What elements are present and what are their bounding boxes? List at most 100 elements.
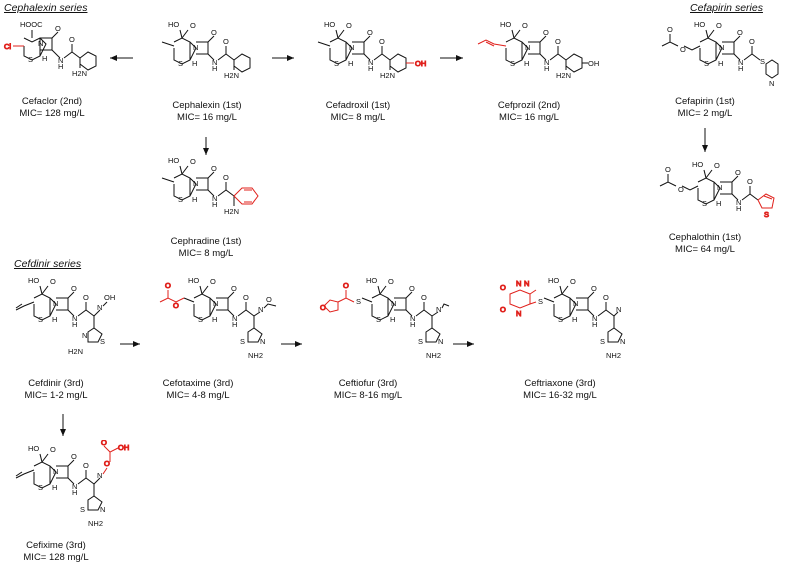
compound-mic: MIC= 8-16 mg/L	[333, 390, 403, 401]
svg-text:N: N	[410, 314, 415, 323]
svg-text:N: N	[438, 337, 443, 346]
svg-text:O: O	[388, 277, 394, 286]
svg-text:O: O	[190, 21, 196, 30]
compound-cefapirin: HO O O N S H O O N H O S N Cefapirin (1s…	[652, 16, 784, 122]
svg-text:O: O	[555, 37, 561, 46]
svg-text:S: S	[760, 57, 765, 66]
svg-text:S: S	[178, 59, 183, 68]
svg-text:O: O	[210, 277, 216, 286]
svg-text:S: S	[38, 483, 43, 492]
svg-text:N: N	[516, 279, 521, 288]
compound-cefaclor: HOOC O N S H Cl N H O H2N Cefaclor (2nd)…	[2, 16, 102, 124]
svg-text:N: N	[212, 194, 217, 203]
compound-cephalexin: HO O O N S H N H O H2N Cephalexin (1st) …	[152, 16, 262, 128]
svg-text:H2N: H2N	[380, 71, 395, 80]
svg-text:H: H	[52, 315, 57, 324]
svg-text:N: N	[544, 58, 549, 67]
svg-text:S: S	[704, 59, 709, 68]
svg-text:N: N	[368, 58, 373, 67]
svg-text:H2N: H2N	[72, 69, 87, 78]
compound-name: Cephradine (1st)	[170, 236, 242, 247]
compound-name: Ceftiofur (3rd)	[338, 378, 398, 389]
svg-text:H2N: H2N	[224, 207, 239, 216]
svg-text:N: N	[516, 309, 521, 318]
svg-text:OH: OH	[415, 59, 426, 68]
svg-text:S: S	[702, 199, 707, 208]
svg-text:O: O	[591, 284, 597, 293]
svg-text:HO: HO	[694, 20, 705, 29]
svg-text:O: O	[603, 293, 609, 302]
svg-text:O: O	[522, 21, 528, 30]
svg-text:NH2: NH2	[606, 351, 621, 360]
svg-text:N: N	[391, 299, 396, 308]
structure-cefotaxime: HO O O N S H O O N H O N O N S NH2	[159, 276, 277, 360]
svg-text:S: S	[28, 55, 33, 64]
svg-text:NH2: NH2	[88, 519, 103, 528]
svg-text:S: S	[764, 210, 769, 219]
svg-text:O: O	[55, 24, 61, 33]
svg-text:O: O	[50, 277, 56, 286]
svg-text:N: N	[97, 471, 102, 480]
compound-name: Cefapirin (1st)	[675, 96, 735, 107]
svg-text:N: N	[53, 299, 58, 308]
svg-text:N: N	[620, 337, 625, 346]
svg-text:S: S	[510, 59, 515, 68]
svg-text:O: O	[104, 459, 110, 468]
svg-text:O: O	[266, 295, 272, 304]
svg-text:H: H	[58, 62, 63, 71]
compound-cephradine: HO O O N S H N H O H2N Cephradine (1st) …	[152, 152, 268, 264]
svg-text:H: H	[718, 59, 723, 68]
svg-text:O: O	[367, 28, 373, 37]
compound-name: Ceftriaxone (3rd)	[524, 378, 596, 389]
svg-text:H: H	[212, 64, 217, 73]
compound-mic: MIC= 1-2 mg/L	[24, 390, 88, 401]
svg-text:OH: OH	[104, 293, 115, 302]
compound-cefprozil: HO O O N S H N H O H2N OH Cefprozil (2nd…	[474, 16, 604, 128]
svg-text:N: N	[436, 305, 441, 314]
svg-text:O: O	[379, 37, 385, 46]
svg-text:O: O	[346, 21, 352, 30]
svg-text:O: O	[223, 173, 229, 182]
svg-text:O: O	[173, 301, 179, 310]
structure-cefixime: HO O O N S H N H O N O O OH N S NH2	[15, 440, 130, 528]
compound-name: Cefprozil (2nd)	[497, 100, 561, 111]
svg-text:H: H	[390, 315, 395, 324]
structure-ceftiofur: HO O O N S H S O O N H O N N S NH2	[320, 276, 450, 360]
svg-text:N: N	[72, 482, 77, 491]
svg-text:O: O	[747, 177, 753, 186]
compound-mic: MIC= 64 mg/L	[675, 244, 735, 255]
compound-mic: MIC= 16-32 mg/L	[523, 390, 597, 401]
svg-text:N: N	[213, 299, 218, 308]
series-title-cephalexin: Cephalexin series	[4, 2, 88, 14]
svg-text:O: O	[50, 445, 56, 454]
svg-text:H: H	[192, 195, 197, 204]
structure-cefapirin: HO O O N S H O O N H O S N	[661, 20, 779, 88]
svg-text:O: O	[570, 277, 576, 286]
svg-text:O: O	[223, 37, 229, 46]
svg-text:S: S	[80, 505, 85, 514]
svg-text:H2N: H2N	[68, 347, 83, 356]
series-title-cefdinir: Cefdinir series	[14, 258, 82, 270]
compound-ceftiofur: HO O O N S H S O O N H O N N S NH2 Cefti…	[318, 272, 450, 406]
svg-text:H: H	[192, 59, 197, 68]
svg-text:N: N	[258, 305, 263, 314]
svg-text:O: O	[735, 168, 741, 177]
svg-text:H: H	[212, 315, 217, 324]
compound-cefotaxime: HO O O N S H O O N H O N O N S NH2 Cefot…	[148, 272, 278, 406]
structure-ceftriaxone: HO O O N S H S O O N N N N H O N N S NH2	[500, 276, 626, 360]
svg-text:O: O	[716, 21, 722, 30]
compound-name: Cefotaxime (3rd)	[162, 378, 234, 389]
compound-name: Cefixime (3rd)	[26, 540, 86, 551]
svg-text:H: H	[368, 64, 373, 73]
compound-mic: MIC= 16 mg/L	[499, 112, 559, 123]
svg-text:O: O	[320, 303, 326, 312]
compound-name: Cephalothin (1st)	[668, 232, 742, 243]
series-title-cefapirin: Cefapirin series	[690, 2, 763, 14]
svg-text:NH2: NH2	[248, 351, 263, 360]
compound-cefadroxil: HO O O N S H N H O H2N OH Cefadroxil (1s…	[308, 16, 438, 128]
svg-text:S: S	[376, 315, 381, 324]
svg-text:N: N	[53, 467, 58, 476]
svg-text:O: O	[667, 25, 673, 34]
svg-text:H: H	[212, 200, 217, 209]
